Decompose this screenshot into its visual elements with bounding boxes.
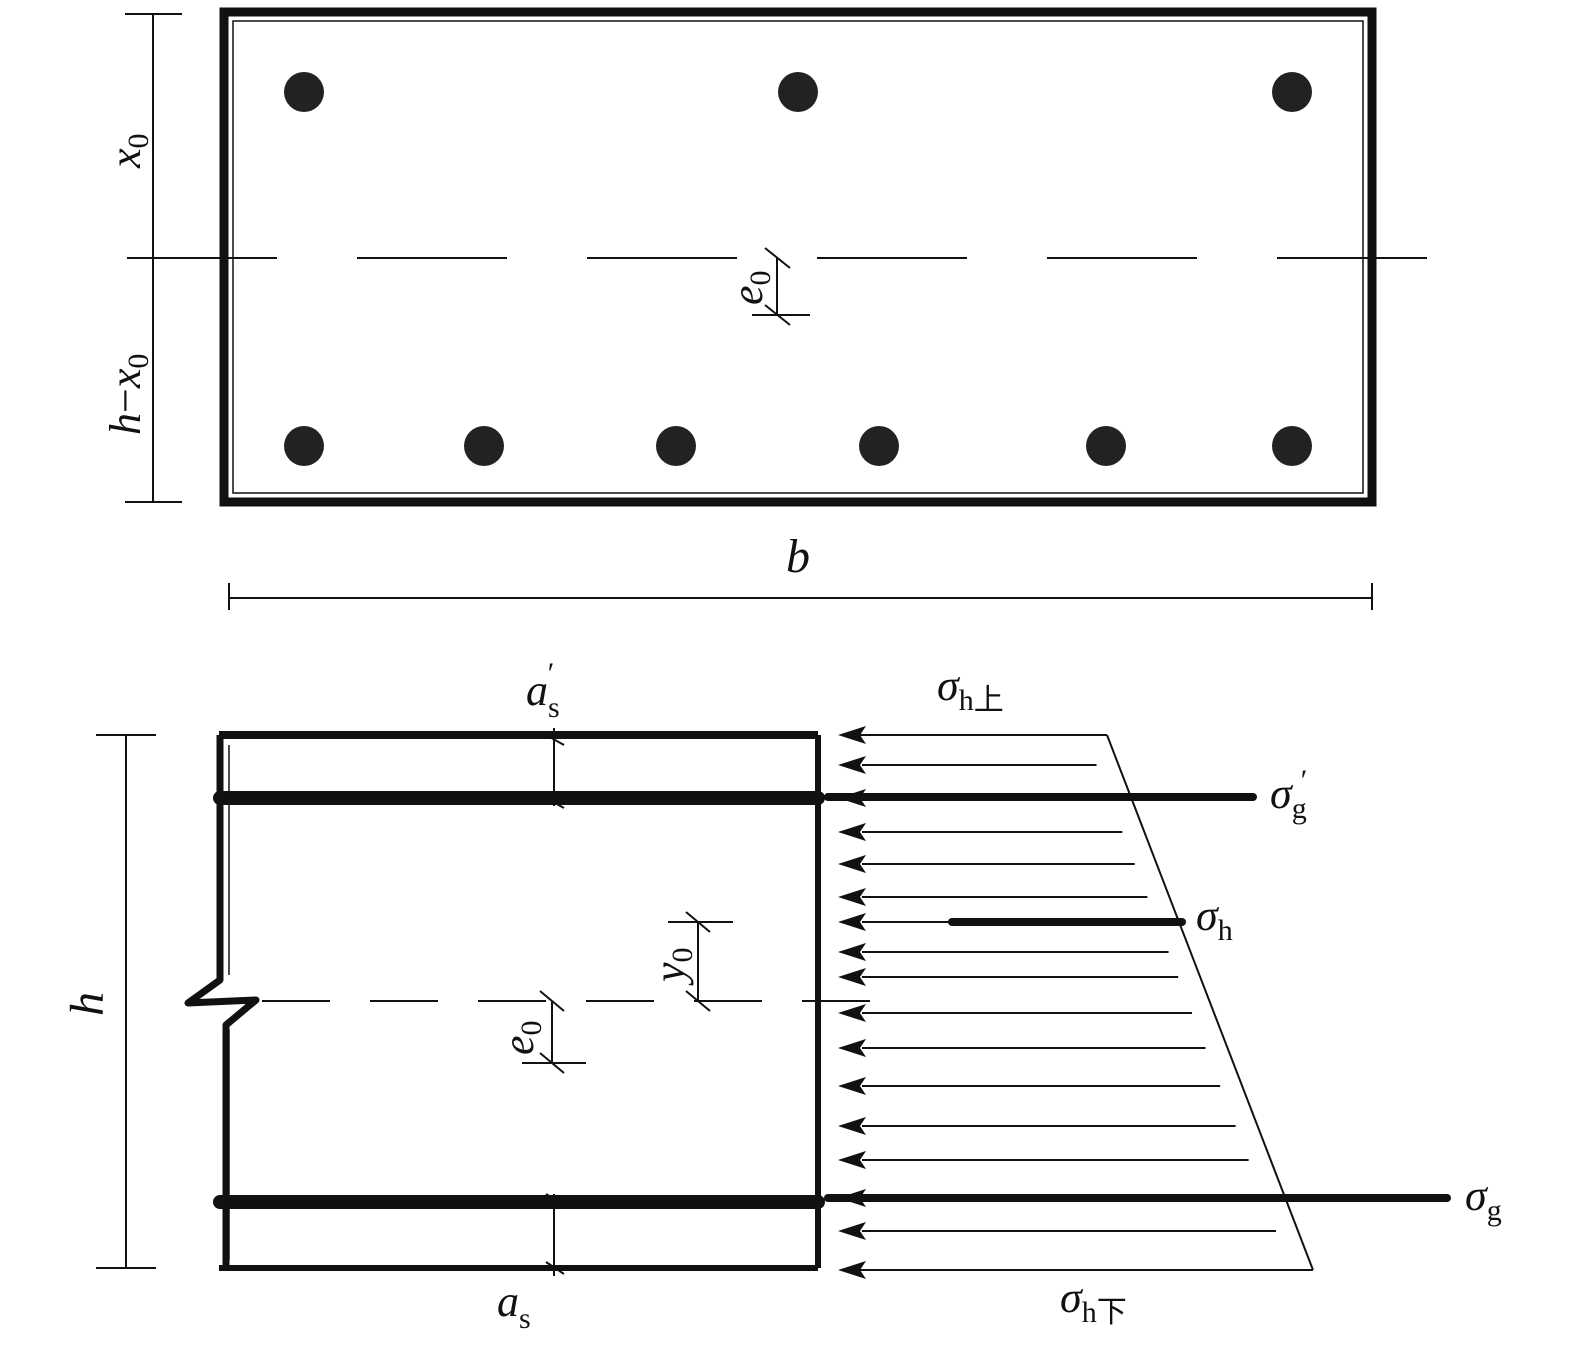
top-rebars [284, 72, 1312, 112]
h-dimension [96, 734, 156, 1269]
stress-arrow-head [838, 1039, 866, 1057]
label-sigma-g-prime: σg′ [1270, 764, 1307, 825]
stress-block-outline [855, 734, 1314, 1271]
left-dimension [125, 13, 182, 503]
bottom-rebars [284, 426, 1312, 466]
stress-arrow-head [838, 823, 866, 841]
y0-dimension [668, 911, 733, 1012]
label-as: as [497, 1277, 531, 1335]
label-e0-top: e0 [723, 270, 777, 305]
stress-arrow-head [838, 968, 866, 986]
label-h-minus-x0: h−x0 [101, 354, 155, 435]
rebar-circle [1272, 426, 1312, 466]
rebar-circle [284, 72, 324, 112]
stress-arrow-head [838, 1004, 866, 1022]
stress-arrow-head [838, 1151, 866, 1169]
e0-dimension-top [752, 247, 810, 326]
label-e0-elevation: e0 [494, 1020, 548, 1055]
rebar-circle [656, 426, 696, 466]
e0-dimension-elevation [522, 990, 586, 1074]
b-dimension [228, 583, 1373, 610]
stress-arrow-head [838, 726, 866, 744]
elevation-view: h as′ a [61, 657, 1502, 1335]
label-b: b [786, 530, 810, 583]
label-y0: y0 [645, 947, 699, 986]
stress-arrow-head [838, 913, 866, 931]
label-sigma-h-bottom: σh下 [1060, 1273, 1127, 1329]
as-prime-dimension [545, 728, 565, 809]
cross-section-view: x0 h−x0 e0 b [101, 7, 1440, 610]
label-sigma-h-top: σh上 [937, 661, 1004, 717]
label-sigma-h: σh [1196, 891, 1233, 947]
stress-arrow-head [838, 756, 866, 774]
label-sigma-g: σg [1465, 1171, 1502, 1227]
stress-arrow-head [838, 888, 866, 906]
rebar-circle [1086, 426, 1126, 466]
rebar-circle [464, 426, 504, 466]
stress-arrow-head [838, 943, 866, 961]
rebar-circle [778, 72, 818, 112]
stress-arrow-head [838, 1261, 866, 1279]
as-dimension [545, 1193, 565, 1276]
label-x0: x0 [101, 133, 155, 169]
rebar-circle [1272, 72, 1312, 112]
rebar-circle [284, 426, 324, 466]
stress-arrow-head [838, 1077, 866, 1095]
stress-arrow-head [838, 855, 866, 873]
stress-arrow-head [838, 1222, 866, 1240]
stress-arrow-head [838, 1117, 866, 1135]
label-as-prime: as′ [526, 657, 560, 724]
rebar-circle [859, 426, 899, 466]
label-h: h [61, 992, 114, 1016]
